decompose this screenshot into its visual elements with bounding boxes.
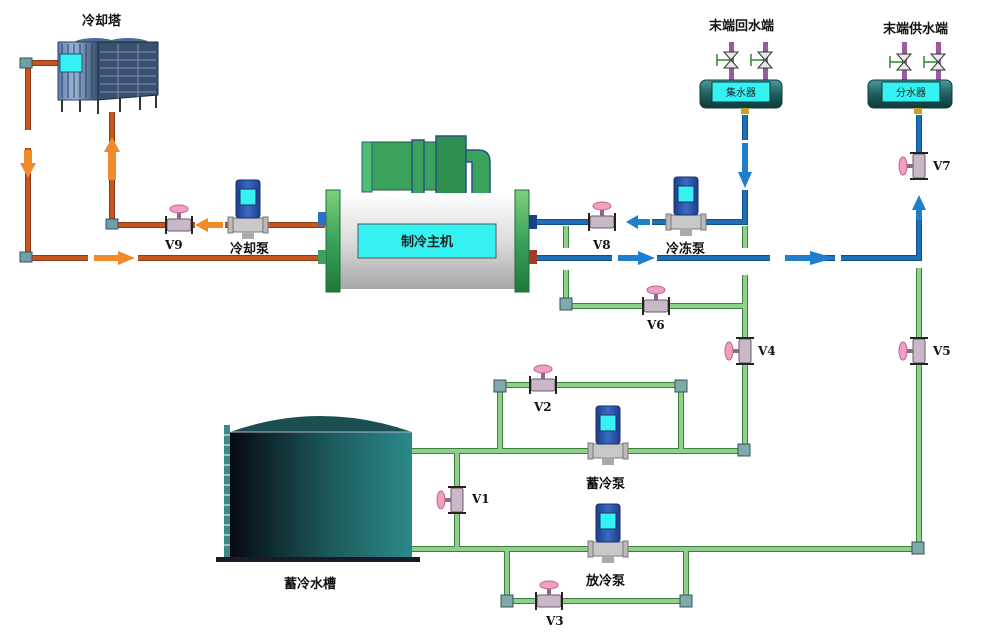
valve-v4[interactable] bbox=[724, 337, 754, 365]
storage-pump-label: 蓄冷泵 bbox=[586, 477, 626, 492]
terminal-valve[interactable] bbox=[716, 51, 740, 69]
valve-label-v5: V5 bbox=[933, 344, 951, 358]
valve-v1[interactable] bbox=[436, 486, 466, 514]
cooling-tower-label: 冷却塔 bbox=[82, 14, 122, 29]
cooling-tower[interactable] bbox=[57, 38, 159, 114]
discharge-pump[interactable] bbox=[587, 503, 629, 563]
valve-label-v7: V7 bbox=[933, 159, 951, 173]
flow-arrow-right bbox=[785, 251, 835, 265]
tower-screen bbox=[59, 53, 83, 73]
valve-label-v8: V8 bbox=[593, 238, 611, 252]
chiller-label: 制冷主机 bbox=[401, 234, 453, 250]
valve-v6[interactable] bbox=[642, 285, 670, 315]
valve-v7[interactable] bbox=[898, 152, 928, 180]
valve-label-v2: V2 bbox=[534, 400, 552, 414]
terminal-valve[interactable] bbox=[750, 51, 774, 69]
supply-header-label: 分水器 bbox=[896, 87, 926, 99]
storage-pump[interactable] bbox=[587, 405, 629, 465]
flow-arrow-down bbox=[738, 143, 752, 188]
valve-label-v4: V4 bbox=[758, 344, 776, 358]
chilled-return-pipe bbox=[530, 115, 748, 225]
valve-label-v1: V1 bbox=[472, 492, 490, 506]
storage-tank[interactable] bbox=[216, 416, 420, 562]
chiller-screen bbox=[357, 223, 497, 259]
valve-v2[interactable] bbox=[529, 364, 557, 394]
return-end-label: 末端回水端 bbox=[709, 19, 775, 34]
valve-label-v3: V3 bbox=[546, 614, 564, 628]
valve-label-v9: V9 bbox=[165, 238, 183, 252]
storage-tank-label: 蓄冷水槽 bbox=[284, 577, 337, 592]
flow-arrow-right bbox=[94, 251, 135, 265]
chilled-pump-label: 冷冻泵 bbox=[666, 242, 706, 257]
flow-arrow-left bbox=[195, 218, 223, 232]
flow-arrow-left bbox=[626, 215, 650, 229]
flow-arrow-up bbox=[104, 137, 120, 180]
chiller-unit[interactable] bbox=[318, 135, 537, 293]
chilled-water-loop bbox=[530, 115, 926, 265]
cooling-supply-pipe bbox=[109, 112, 325, 228]
valve-label-v6: V6 bbox=[647, 318, 665, 332]
chilled-supply-pipe bbox=[530, 115, 922, 261]
return-header-label: 集水器 bbox=[726, 86, 756, 99]
valve-v9[interactable] bbox=[165, 204, 193, 234]
flow-arrow-up bbox=[912, 195, 926, 220]
discharge-pump-label: 放冷泵 bbox=[586, 574, 626, 589]
terminal-valve[interactable] bbox=[889, 53, 913, 71]
valve-v8[interactable] bbox=[588, 201, 616, 231]
flow-arrow-down bbox=[20, 150, 36, 178]
valve-v5[interactable] bbox=[898, 337, 928, 365]
cooling-pump[interactable] bbox=[227, 179, 269, 239]
supply-end-label: 末端供水端 bbox=[883, 22, 949, 37]
cooling-pump-label: 冷却泵 bbox=[230, 242, 270, 257]
chilled-pump[interactable] bbox=[665, 176, 707, 236]
flow-arrow-right bbox=[618, 251, 655, 265]
valve-v3[interactable] bbox=[535, 580, 563, 610]
supply-header[interactable] bbox=[867, 42, 953, 114]
terminal-valve[interactable] bbox=[923, 53, 947, 71]
